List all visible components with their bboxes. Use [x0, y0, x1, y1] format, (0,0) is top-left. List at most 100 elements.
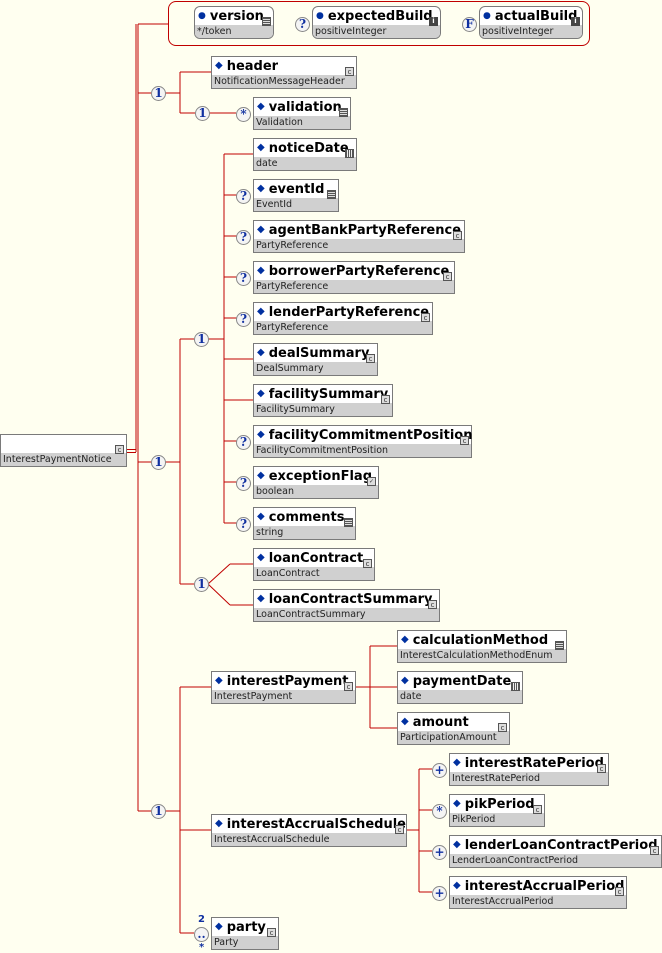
complex-type-icon: c	[453, 231, 462, 240]
element-diamond-icon: ◆	[401, 716, 409, 727]
element-name-text: actualBuild	[494, 9, 578, 24]
one-or-more-cardinality-icon: +	[432, 845, 447, 860]
complex-type-icon: c	[421, 313, 430, 322]
element-name: ◆interestRatePeriod	[450, 754, 608, 772]
element-type: date	[254, 157, 356, 170]
element-type: Validation	[254, 116, 350, 129]
element-diamond-icon: ●	[198, 11, 206, 21]
element-type: positiveInteger	[480, 25, 582, 38]
element-diamond-icon: ◆	[453, 880, 461, 891]
complex-type-icon: c	[443, 272, 452, 281]
info-icon: i	[429, 17, 438, 26]
element-type: PikPeriod	[450, 813, 544, 826]
complex-type-icon: c	[267, 928, 276, 937]
optional-cardinality-icon: ?	[236, 271, 251, 286]
element-name: ◆exceptionFlag	[254, 467, 378, 485]
connector-line	[207, 583, 231, 606]
simple-type-icon	[555, 641, 564, 650]
attribute-version[interactable]: ●version*/token	[194, 6, 274, 39]
element-name: ◆amount	[398, 713, 509, 731]
element-name: ◆dealSummary	[254, 344, 377, 362]
element-name-text: loanContract	[268, 551, 364, 566]
complex-type-icon: c	[381, 395, 390, 404]
complex-type-icon: c	[344, 682, 353, 691]
element-name: ◆loanContract	[254, 549, 374, 567]
sequence-compositor-icon: 1	[151, 804, 166, 819]
element-type: InterestRatePeriod	[450, 772, 608, 785]
complex-type-icon: c	[363, 559, 372, 568]
element-diamond-icon: ◆	[257, 593, 265, 604]
element-name-text: comments	[268, 510, 345, 525]
element-type: InterestAccrualSchedule	[212, 833, 406, 846]
element-name-text: expectedBuild	[327, 9, 433, 24]
optional-cardinality-icon: ?	[236, 517, 251, 532]
element-type: PartyReference	[254, 239, 464, 252]
optional-cardinality-icon: ?	[236, 189, 251, 204]
one-or-more-cardinality-icon: +	[432, 763, 447, 778]
cardinality-fixed-icon: F	[462, 17, 477, 32]
sequence-compositor-icon: 1	[194, 577, 209, 592]
element-diamond-icon: ◆	[257, 470, 265, 481]
element-name: ●version	[195, 7, 273, 25]
element-type: InterestAccrualPeriod	[450, 895, 626, 908]
complex-type-icon: c	[345, 67, 354, 76]
boolean-type-icon: ✓	[367, 477, 376, 486]
element-name: ◆noticeDate	[254, 139, 356, 157]
element-name-text: version	[209, 9, 264, 24]
element-diamond-icon: ◆	[257, 306, 265, 317]
zero-or-more-cardinality-icon: *	[236, 107, 251, 122]
element-type: boolean	[254, 485, 378, 498]
sequence-compositor-icon: 1	[151, 86, 166, 101]
simple-type-icon	[344, 518, 353, 527]
element-name-text: noticeDate	[268, 141, 349, 156]
element-diamond-icon: ◆	[215, 60, 223, 71]
element-name: ◆interestAccrualPeriod	[450, 877, 626, 895]
element-name-text: borrowerPartyReference	[268, 264, 450, 279]
complex-type-icon: c	[460, 436, 469, 445]
element-name: ◆loanContractSummary	[254, 590, 439, 608]
element-diamond-icon: ◆	[257, 388, 265, 399]
element-name-text: calculationMethod	[412, 633, 549, 648]
element-name-text: paymentDate	[412, 674, 512, 689]
element-type: string	[254, 526, 355, 539]
element-diamond-icon: ◆	[257, 101, 265, 112]
sequence-compositor-icon: 1	[151, 455, 166, 470]
element-diamond-icon: ◆	[401, 675, 409, 686]
cardinality-max: *	[199, 942, 205, 953]
optional-cardinality-icon: ?	[236, 476, 251, 491]
element-name-text: lenderLoanContractPeriod	[464, 838, 658, 853]
element-type: PartyReference	[254, 280, 454, 293]
element-diamond-icon: ◆	[257, 142, 265, 153]
element-name: ◆header	[212, 57, 356, 75]
element-name-text: lenderPartyReference	[268, 305, 430, 320]
element-name-text: party	[226, 920, 266, 935]
element-name-text: dealSummary	[268, 346, 370, 361]
